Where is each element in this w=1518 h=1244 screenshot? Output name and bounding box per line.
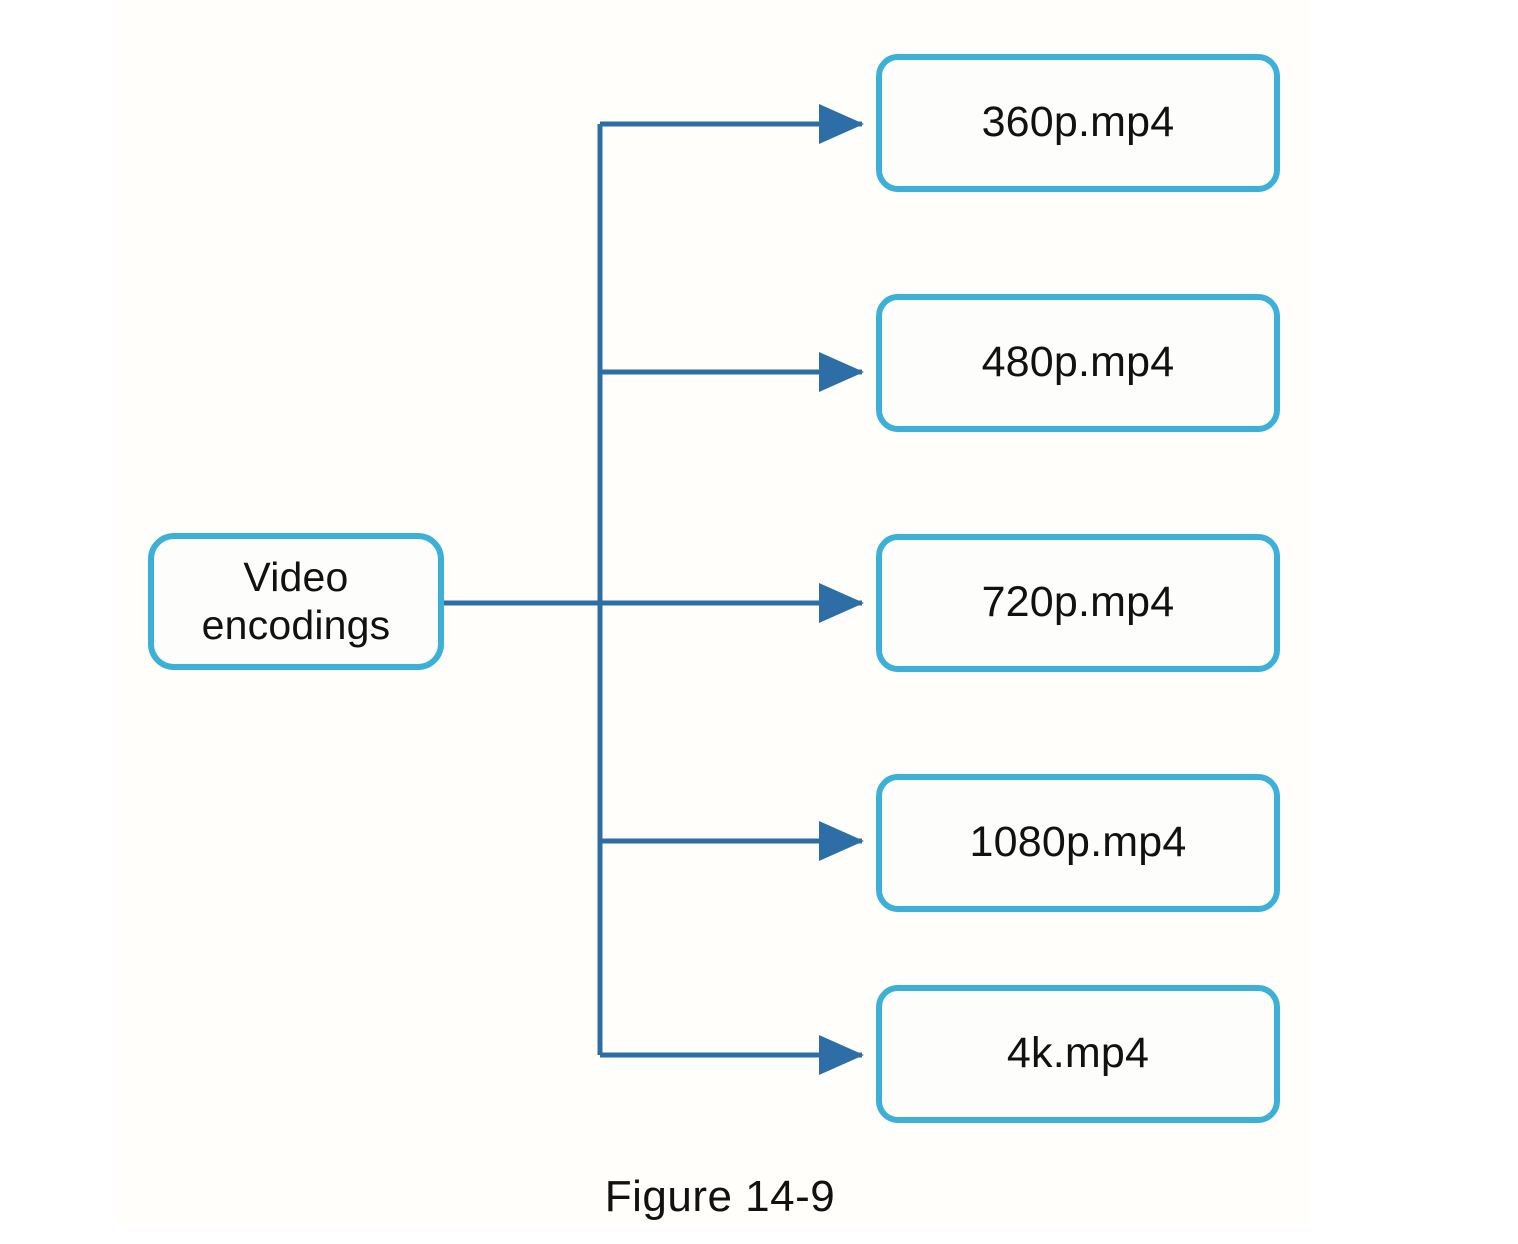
node-encoding-360p[interactable]: 360p.mp4 xyxy=(876,54,1280,192)
figure-caption: Figure 14-9 xyxy=(604,1172,836,1221)
node-video-encodings-line1: Video xyxy=(243,553,349,600)
node-encoding-480p-label: 480p.mp4 xyxy=(981,338,1175,387)
node-encoding-4k[interactable]: 4k.mp4 xyxy=(876,985,1280,1123)
node-encoding-360p-label: 360p.mp4 xyxy=(981,98,1175,147)
node-video-encodings[interactable]: Video encodings xyxy=(148,533,444,670)
node-video-encodings-line2: encodings xyxy=(201,601,391,648)
node-video-encodings-label: Video encodings xyxy=(202,554,391,649)
node-encoding-720p[interactable]: 720p.mp4 xyxy=(876,534,1280,672)
node-encoding-4k-label: 4k.mp4 xyxy=(1006,1029,1150,1078)
node-encoding-720p-label: 720p.mp4 xyxy=(981,578,1175,627)
node-encoding-1080p-label: 1080p.mp4 xyxy=(969,818,1187,867)
node-encoding-1080p[interactable]: 1080p.mp4 xyxy=(876,774,1280,912)
node-encoding-480p[interactable]: 480p.mp4 xyxy=(876,294,1280,432)
